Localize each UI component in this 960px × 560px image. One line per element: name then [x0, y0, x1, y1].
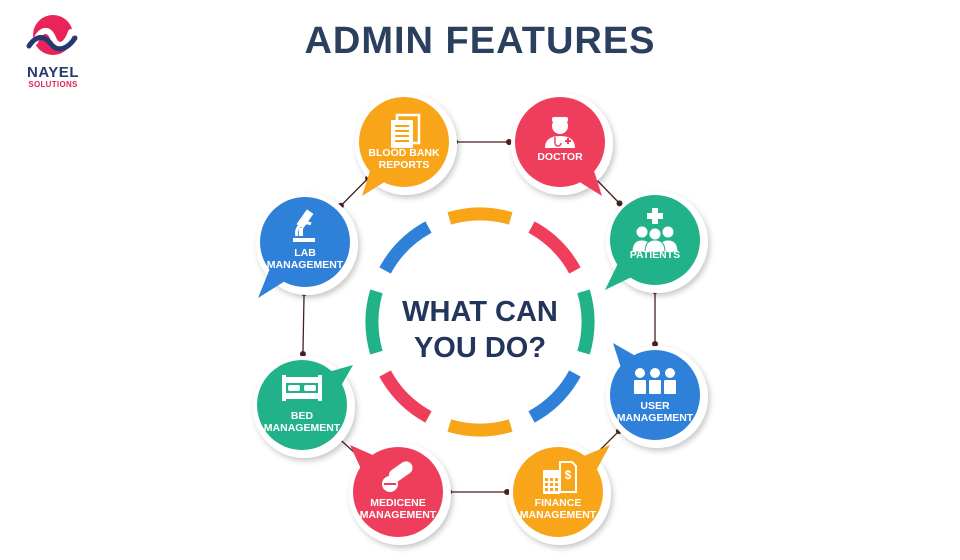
logo-mark-icon	[26, 15, 78, 55]
doctor-icon	[545, 117, 575, 148]
connector-dot	[616, 200, 623, 207]
feature-label: USER	[640, 400, 670, 412]
feature-label: REPORTS	[379, 159, 430, 171]
bubble-circle	[257, 360, 347, 450]
connector-dot	[504, 489, 510, 495]
ring-segment	[365, 289, 383, 355]
connector-line	[340, 177, 369, 207]
feature-label: MANAGEMENT	[360, 509, 437, 521]
bubble-tail	[573, 445, 610, 480]
feature-label: MEDICENE	[370, 497, 425, 509]
feature-label: BED	[291, 410, 314, 422]
ring-segment	[379, 370, 432, 423]
bubble-circle	[610, 350, 700, 440]
ring-segment	[528, 221, 581, 274]
center-text-line1: WHAT CAN	[402, 296, 558, 328]
feature-label: MANAGEMENT	[264, 422, 341, 434]
feature-label: MANAGEMENT	[520, 509, 597, 521]
ring-segment	[577, 289, 595, 355]
users-icon	[634, 368, 676, 394]
connector-dot	[299, 351, 306, 358]
document-icon	[391, 113, 421, 148]
feature-label: MANAGEMENT	[267, 259, 344, 271]
center-ring	[365, 207, 595, 437]
feature-label: DOCTOR	[537, 151, 583, 163]
page-title: ADMIN FEATURES	[304, 20, 656, 62]
brand-name: NAYEL	[27, 64, 79, 81]
bed-icon	[282, 375, 322, 401]
feature-label: MANAGEMENT	[617, 412, 694, 424]
bubble-circle	[353, 447, 443, 537]
ring-segment	[447, 419, 513, 437]
connector-dot	[652, 341, 658, 347]
connector-line	[595, 178, 620, 204]
feature-patients[interactable]: PATIENTS	[605, 191, 708, 293]
ring-segment	[379, 221, 432, 274]
feature-label: PATIENTS	[630, 249, 680, 261]
bubble-tail	[605, 254, 641, 290]
connector-dot	[506, 139, 512, 145]
brand-tagline: SOLUTIONS	[28, 80, 78, 89]
feature-label: FINANCE	[535, 497, 582, 509]
feature-label: LAB	[294, 247, 316, 259]
microscope-icon	[293, 209, 315, 242]
connector-line	[302, 292, 305, 355]
brand-logo: NAYEL SOLUTIONS	[18, 12, 88, 89]
finance-icon: $	[543, 461, 577, 494]
feature-doctor[interactable]: DOCTOR	[511, 93, 613, 196]
svg-text:$: $	[565, 468, 572, 482]
ring-segment	[528, 370, 581, 423]
patients-icon	[631, 208, 679, 253]
feature-label: BLOOD BANK	[368, 147, 440, 159]
center-text-line2: YOU DO?	[414, 332, 546, 364]
pills-icon	[382, 461, 413, 492]
ring-segment	[447, 207, 513, 225]
